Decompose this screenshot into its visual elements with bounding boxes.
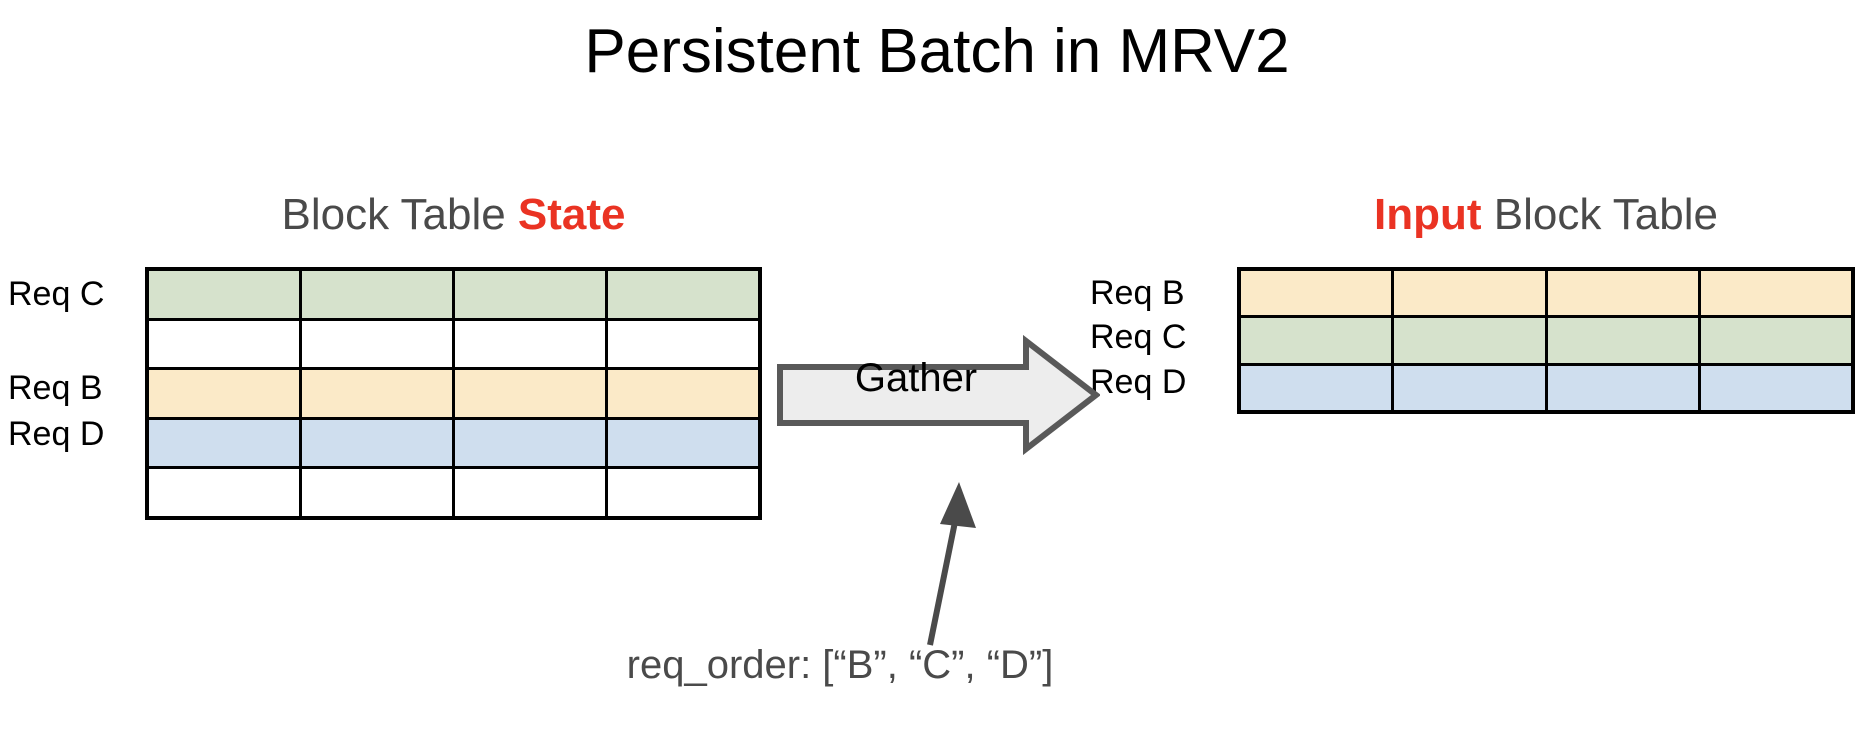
- table-cell: [298, 416, 456, 470]
- table-row: [1237, 267, 1855, 319]
- row-label-req-d: Req D: [1090, 362, 1187, 401]
- table-cell: [298, 466, 456, 520]
- table-row: [1237, 362, 1855, 414]
- left-heading-plain: Block Table: [281, 190, 518, 239]
- table-cell: [298, 367, 456, 420]
- pointer-arrow-up-icon: [927, 482, 976, 646]
- block-table-input: [1237, 267, 1855, 414]
- table-cell: [145, 466, 302, 520]
- table-cell: [145, 267, 302, 321]
- table-cell: [451, 466, 609, 520]
- row-label-req-c: Req C: [8, 275, 105, 314]
- table-cell: [451, 367, 609, 420]
- table-cell: [605, 317, 762, 371]
- table-cell: [1391, 267, 1548, 319]
- table-cell: [605, 367, 762, 420]
- right-heading-accent: Input: [1374, 190, 1482, 239]
- table-cell: [1544, 267, 1701, 319]
- table-cell: [451, 416, 609, 470]
- table-cell: [605, 466, 762, 520]
- left-panel-heading: Block Table State: [145, 188, 762, 242]
- block-table-state-body: [145, 267, 762, 520]
- table-row: [145, 416, 762, 470]
- table-row: [145, 317, 762, 371]
- table-cell: [1698, 267, 1855, 319]
- row-label-req-b: Req B: [8, 368, 103, 407]
- row-label-req-d: Req D: [8, 415, 105, 454]
- req-order-annotation: req_order: [“B”, “C”, “D”]: [626, 643, 1054, 687]
- table-cell: [1544, 362, 1701, 414]
- table-cell: [1391, 362, 1548, 414]
- table-cell: [1544, 315, 1701, 366]
- block-table-input-body: [1237, 267, 1855, 414]
- table-cell: [451, 267, 609, 321]
- table-cell: [605, 416, 762, 470]
- table-cell: [605, 267, 762, 321]
- table-row: [145, 367, 762, 420]
- table-cell: [1698, 315, 1855, 366]
- table-cell: [145, 416, 302, 470]
- table-cell: [145, 317, 302, 371]
- table-cell: [1237, 315, 1394, 366]
- table-cell: [145, 367, 302, 420]
- table-cell: [1237, 267, 1394, 319]
- row-label-req-c: Req C: [1090, 318, 1187, 357]
- block-table-state: [145, 267, 762, 520]
- table-row: [145, 267, 762, 321]
- right-heading-plain: Block Table: [1481, 190, 1718, 239]
- gather-label: Gather: [854, 356, 978, 400]
- right-panel-heading: Input Block Table: [1237, 188, 1855, 242]
- table-row: [145, 466, 762, 520]
- table-row: [1237, 315, 1855, 366]
- table-cell: [298, 267, 456, 321]
- table-cell: [1237, 362, 1394, 414]
- table-cell: [1698, 362, 1855, 414]
- left-heading-accent: State: [517, 190, 626, 239]
- row-label-req-b: Req B: [1090, 274, 1185, 313]
- page-title: Persistent Batch in MRV2: [584, 17, 1290, 86]
- table-cell: [1391, 315, 1548, 366]
- table-cell: [451, 317, 609, 371]
- table-cell: [298, 317, 456, 371]
- gather-arrow-icon: [777, 335, 1100, 455]
